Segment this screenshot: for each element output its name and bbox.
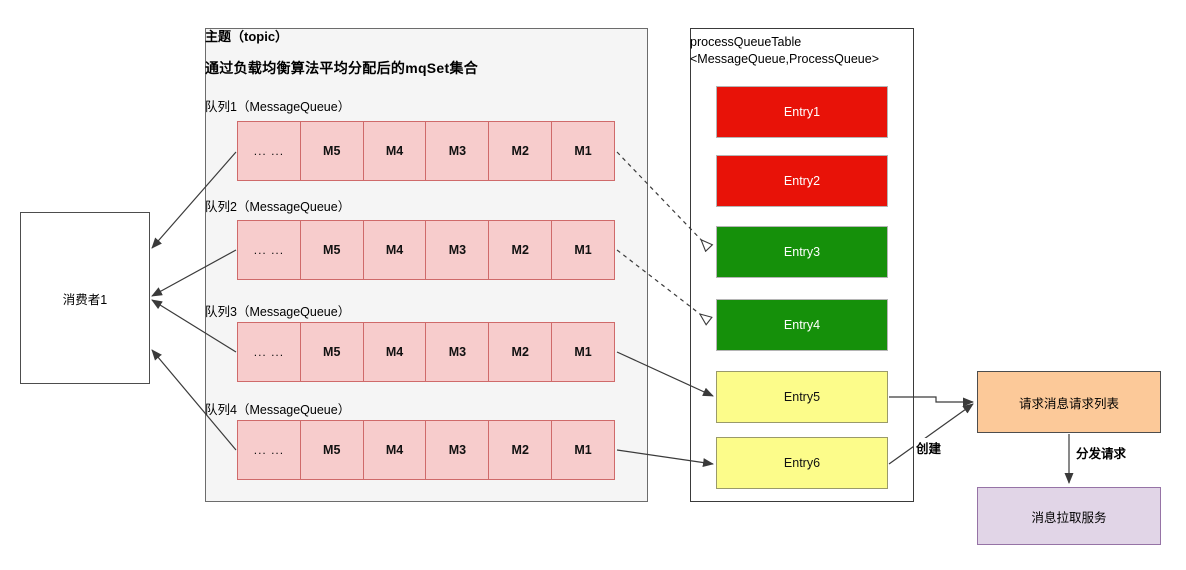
queue-cell: M2 (489, 122, 553, 180)
queue-cell: M3 (426, 421, 490, 479)
queue-cell: M3 (426, 122, 490, 180)
message-queue-4: ... ... M5 M4 M3 M2 M1 (237, 420, 615, 480)
queue-cell: ... ... (238, 122, 301, 180)
edge-label-dispatch: 分发请求 (1074, 443, 1129, 462)
entry-box-3: Entry3 (716, 226, 888, 278)
queue-cell: M1 (574, 345, 592, 359)
queue-cell: M3 (426, 221, 490, 279)
pqt-title-line2: <MessageQueue,ProcessQueue> (690, 52, 880, 66)
entry-label: Entry2 (783, 174, 821, 188)
queue-cell: M2 (489, 221, 553, 279)
entry-box-2: Entry2 (716, 155, 888, 207)
process-queue-table-title: processQueueTable <MessageQueue,ProcessQ… (690, 34, 914, 68)
queue-cell: M5 (301, 323, 364, 381)
message-queue-2: ... ... M5 M4 M3 M2 M1 (237, 220, 615, 280)
queue-cell: M5 (301, 221, 364, 279)
message-queue-3: ... ... M5 M4 M3 M2 M1 (237, 322, 615, 382)
consumer-box: 消费者1 (20, 212, 150, 384)
queue-cell: ... ... (238, 323, 301, 381)
consumer-label: 消费者1 (62, 292, 108, 307)
entry-box-5: Entry5 (716, 371, 888, 423)
queue-cell: M1 (574, 144, 592, 158)
queue-cell: M4 (364, 221, 427, 279)
queue-cell: M5 (301, 122, 364, 180)
queue-label-4: 队列4（MessageQueue） (205, 403, 351, 417)
pull-service-box: 消息拉取服务 (977, 487, 1161, 545)
queue-cell: M5 (301, 421, 364, 479)
queue-cell: ... ... (238, 221, 301, 279)
request-list-label: 请求消息请求列表 (1018, 396, 1119, 411)
queue-cell: M2 (489, 323, 553, 381)
edge-label-create: 创建 (914, 438, 944, 457)
queue-cell: M4 (364, 323, 427, 381)
entry-label: Entry4 (783, 318, 821, 332)
queue-label-1: 队列1（MessageQueue） (205, 100, 351, 114)
queue-cell: M2 (489, 421, 553, 479)
queue-cell: ... ... (238, 421, 301, 479)
pull-service-label: 消息拉取服务 (1031, 510, 1107, 525)
queue-label-2: 队列2（MessageQueue） (205, 200, 351, 214)
message-queue-1: ... ... M5 M4 M3 M2 M1 (237, 121, 615, 181)
entry-label: Entry3 (783, 245, 821, 259)
entry-label: Entry1 (783, 105, 821, 119)
entry-box-1: Entry1 (716, 86, 888, 138)
pqt-title-line1: processQueueTable (690, 35, 802, 49)
entry-box-6: Entry6 (716, 437, 888, 489)
topic-subtitle: 通过负载均衡算法平均分配后的mqSet集合 (205, 60, 479, 76)
entry-box-4: Entry4 (716, 299, 888, 351)
entry-label: Entry5 (783, 390, 821, 404)
topic-title: 主题（topic） (205, 29, 289, 44)
queue-cell: M3 (426, 323, 490, 381)
queue-label-3: 队列3（MessageQueue） (205, 305, 351, 319)
queue-cell: M1 (574, 243, 592, 257)
queue-cell: M4 (364, 122, 427, 180)
request-list-box: 请求消息请求列表 (977, 371, 1161, 433)
entry-label: Entry6 (783, 456, 821, 470)
queue-cell: M4 (364, 421, 427, 479)
queue-cell: M1 (574, 443, 592, 457)
